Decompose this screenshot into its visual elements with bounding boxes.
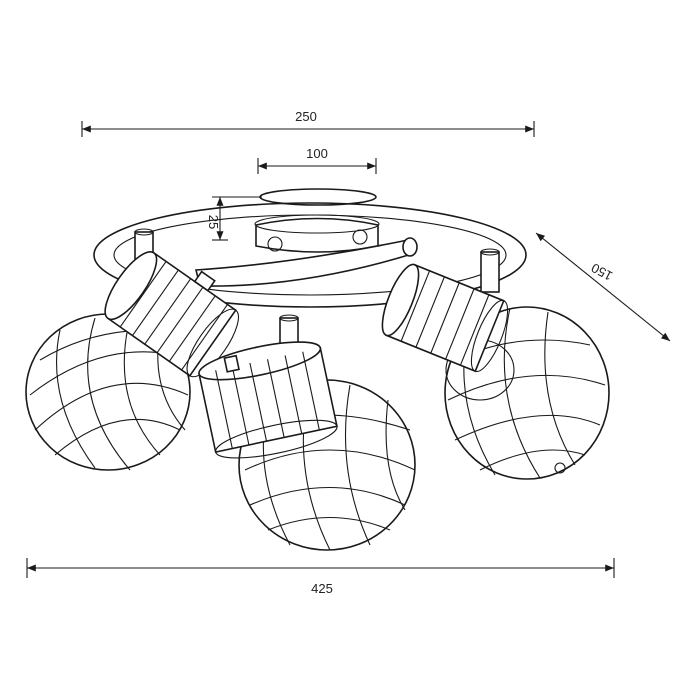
dimension-base-height: 25	[206, 196, 262, 241]
spotlight-center	[198, 341, 416, 551]
dimension-depth-label: 150	[589, 260, 615, 283]
dimension-overall-width: 425	[26, 558, 615, 596]
dimension-base-width-label: 100	[306, 146, 328, 161]
dimension-base-height-label: 25	[206, 215, 221, 229]
spotlight-left	[25, 251, 239, 471]
dimension-overall-width-label: 425	[311, 581, 333, 596]
dimension-top-width-label: 250	[295, 109, 317, 124]
spotlight-right	[381, 263, 610, 480]
dimension-base-width: 100	[257, 146, 377, 174]
dimension-depth: 150	[535, 232, 671, 342]
dimension-top-width: 250	[81, 109, 535, 137]
